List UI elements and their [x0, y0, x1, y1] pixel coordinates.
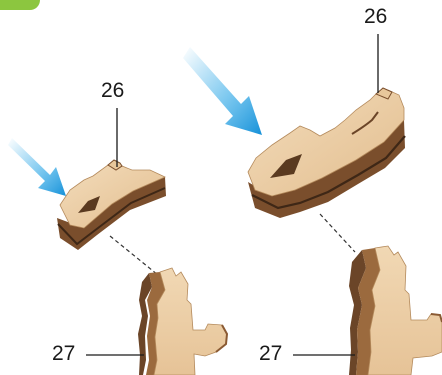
wood-part-27-left	[138, 268, 227, 375]
blue-arrow-icon	[183, 47, 262, 135]
wood-part-26-right	[248, 88, 405, 218]
part-label-26: 26	[364, 6, 387, 27]
dashed-guide	[110, 236, 158, 275]
part-label-27: 27	[259, 343, 282, 364]
part-label-26: 26	[101, 80, 124, 101]
wood-part-27-right	[349, 246, 442, 375]
part-label-27: 27	[52, 343, 75, 364]
dashed-guide	[320, 214, 355, 252]
blue-arrow-icon	[8, 138, 66, 196]
